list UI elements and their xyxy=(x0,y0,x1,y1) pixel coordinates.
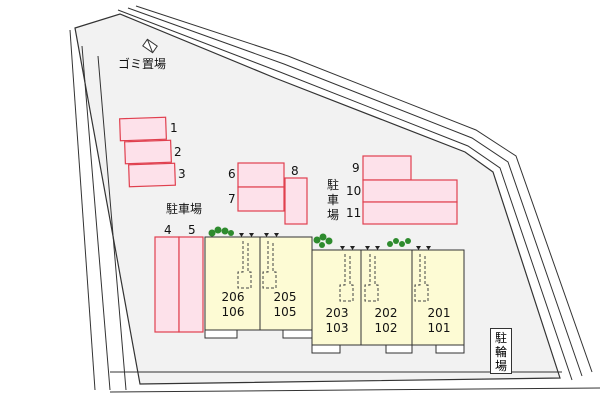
parking-space-number: 8 xyxy=(291,164,299,178)
unit-number: 103 xyxy=(325,321,349,335)
unit-number: 106 xyxy=(221,305,245,319)
stair-outline xyxy=(364,254,379,302)
porch xyxy=(311,344,341,354)
parking-space-8 xyxy=(284,177,308,225)
unit-number: 201 xyxy=(427,306,451,320)
parking-space-5 xyxy=(178,236,204,333)
shrub xyxy=(399,241,405,247)
road-line-north-1 xyxy=(117,9,573,381)
entrance-marker xyxy=(249,233,254,237)
parking-space-2 xyxy=(124,139,172,165)
parking-space-10 xyxy=(362,179,458,203)
shrub xyxy=(228,230,234,236)
porch xyxy=(282,329,313,339)
road-line-west-2 xyxy=(81,45,111,391)
porch xyxy=(204,329,238,339)
stair-outline xyxy=(237,241,252,289)
parking-space-9 xyxy=(362,155,412,181)
road-line-north-3 xyxy=(135,5,593,373)
building-west xyxy=(204,236,313,331)
porch xyxy=(385,344,413,354)
entrance-marker xyxy=(340,246,345,250)
parking-space-1 xyxy=(119,116,167,142)
parking-space-number: 3 xyxy=(178,167,186,181)
shrub xyxy=(214,226,222,234)
road-line-north-2 xyxy=(127,7,583,377)
road-line-south-2 xyxy=(109,387,600,393)
shrub xyxy=(208,229,216,237)
unit-number: 101 xyxy=(427,321,451,335)
shrub xyxy=(221,227,229,235)
shrub xyxy=(319,233,327,241)
shrub xyxy=(325,237,333,245)
parking-space-number: 10 xyxy=(346,184,362,198)
parking-space-number: 5 xyxy=(188,223,196,237)
parking-space-number: 2 xyxy=(174,145,182,159)
porch xyxy=(435,344,465,354)
parking-space-7 xyxy=(237,186,285,212)
entrance-marker xyxy=(264,233,269,237)
unit-number: 205 xyxy=(273,290,297,304)
bicycle-parking-label: 駐輪場 xyxy=(490,328,512,374)
entrance-marker xyxy=(416,246,421,250)
unit-number: 202 xyxy=(374,306,398,320)
parking-space-number: 4 xyxy=(164,223,172,237)
entrance-marker xyxy=(365,246,370,250)
parking-space-number: 11 xyxy=(346,206,362,220)
parking-space-number: 1 xyxy=(170,121,178,135)
stair-outline xyxy=(262,241,277,289)
parking-space-number: 9 xyxy=(352,161,360,175)
entrance-marker xyxy=(274,233,279,237)
parking-space-number: 7 xyxy=(228,192,236,206)
garbage-area-label: ゴミ置場 xyxy=(118,57,167,71)
garbage-shed-icon xyxy=(142,38,158,54)
parking-space-11 xyxy=(362,201,458,225)
parking-space-number: 6 xyxy=(228,167,236,181)
unit-number: 102 xyxy=(374,321,398,335)
entrance-marker xyxy=(426,246,431,250)
shrub xyxy=(405,238,411,244)
parking-west-label: 駐車場 xyxy=(166,202,203,216)
shrub xyxy=(319,242,325,248)
building-east xyxy=(311,249,465,346)
entrance-marker xyxy=(350,246,355,250)
shrub xyxy=(387,241,393,247)
entrance-marker xyxy=(239,233,244,237)
stair-outline xyxy=(339,254,354,302)
parking-space-4 xyxy=(154,236,180,333)
unit-number: 105 xyxy=(273,305,297,319)
unit-number: 206 xyxy=(221,290,245,304)
unit-number: 203 xyxy=(325,306,349,320)
parking-space-6 xyxy=(237,162,285,188)
parking-east-label: 駐車場 xyxy=(326,178,339,222)
stair-outline xyxy=(414,254,429,302)
road-line-west-1 xyxy=(69,29,96,391)
entrance-marker xyxy=(375,246,380,250)
parking-space-3 xyxy=(128,162,176,188)
road-line-west-3 xyxy=(97,55,127,391)
shrub xyxy=(393,238,399,244)
shrub xyxy=(313,236,321,244)
